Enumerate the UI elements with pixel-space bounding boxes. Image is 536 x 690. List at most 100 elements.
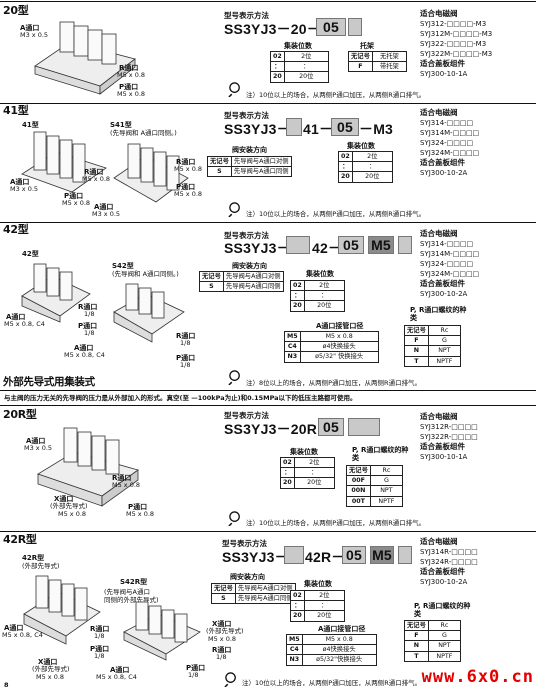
- port-p-size-42: 1/8: [84, 329, 95, 337]
- port-p-size-s42r: 1/8: [188, 671, 199, 679]
- port-p-label-20: P通口: [119, 83, 139, 91]
- port-a-label-20: A通口: [20, 24, 40, 32]
- model-code-mid-42: 42－: [312, 240, 343, 256]
- port-r-label-42: R通口: [78, 303, 98, 311]
- sub-title-41: 41型: [22, 121, 39, 129]
- port-p-label-s42r: P通口: [186, 664, 206, 672]
- port-p-label-20r: P通口: [128, 503, 148, 511]
- page-number: 8: [4, 681, 9, 689]
- port-x-label-s42r: X通口: [212, 620, 232, 628]
- list-item: SYJ312R-□□□□: [420, 423, 478, 431]
- list-item: SYJ300-10-1A: [420, 70, 468, 78]
- port-p-label-42: P通口: [78, 322, 98, 330]
- list-item: SYJ312M-□□□□-M3: [420, 30, 493, 38]
- port-p-size-20r: M5 x 0.8: [126, 510, 155, 518]
- valve-list-20r: 适合电磁阀 SYJ312R-□□□□ SYJ322R-□□□□ 适合盖板组件 S…: [420, 412, 478, 461]
- port-r-size-s42: 1/8: [180, 339, 191, 347]
- port-a-size-s41: M3 x 0.5: [92, 210, 121, 218]
- list-item: SYJ322M-□□□□-M3: [420, 50, 493, 58]
- model-code-prefix-20: SS3YJ3－20－: [224, 21, 321, 37]
- section-divider: [0, 103, 536, 104]
- section-title-external-pilot: 外部先导式用集装式: [3, 376, 95, 388]
- model-station-box-41: 05: [331, 118, 359, 136]
- note-41: 注）10位以上的场合，从两侧P通口加压，从两侧R通口排气。: [246, 210, 426, 218]
- note-42r: 注）10位以上的场合，从两侧P通口加压，从两侧R通口排气。: [242, 679, 422, 687]
- port-p-size-s41: M5 x 0.8: [174, 190, 203, 198]
- port-size-label-42r: A通口接管口径: [318, 625, 366, 633]
- port-r-label-s41: R通口: [176, 158, 196, 166]
- table-row: ：：: [290, 290, 345, 302]
- port-size-label-42: A通口接管口径: [316, 322, 364, 330]
- port-p-label-s41: P通口: [176, 183, 196, 191]
- section-title-41: 41型: [3, 104, 29, 117]
- port-a-label-s42: A通口: [74, 344, 94, 352]
- top-rule: [0, 1, 536, 2]
- table-row: ：：: [290, 600, 345, 612]
- magnifier-icon: [228, 511, 240, 526]
- thread-label-42r: P, R通口螺纹的种类: [414, 602, 471, 619]
- magnifier-icon: [228, 370, 240, 385]
- model-station-box-42r: 05: [342, 546, 366, 564]
- model-thread-box-20r: [348, 418, 380, 436]
- model-station-box-20: 05: [316, 18, 346, 36]
- list-item: SYJ322-□□□□-M3: [420, 40, 487, 48]
- magnifier-icon: [228, 82, 240, 97]
- port-r-size-42r: 1/8: [94, 632, 105, 640]
- port-p-size-41: M5 x 0.8: [62, 199, 91, 207]
- list-item: SYJ300-10-2A: [420, 169, 468, 177]
- table-row: 无记号先导阀与A通口对侧: [199, 270, 284, 283]
- list-item: SYJ324R-□□□□: [420, 558, 478, 566]
- port-r-size-41: M5 x 0.8: [82, 175, 111, 183]
- sub-title-42r-desc: (外部先导式): [22, 562, 60, 570]
- port-a-label-41: A通口: [10, 178, 30, 186]
- manifold-s41-illustration: [113, 143, 189, 203]
- list-item: SYJ324-□□□□: [420, 260, 474, 268]
- model-code-prefix-42: SS3YJ3－: [224, 240, 291, 256]
- port-r-label-s42: R通口: [176, 332, 196, 340]
- sub-title-s42r-desc2: 同侧的外部先导式): [104, 596, 159, 604]
- model-code-suffix-41: －M3: [359, 121, 394, 137]
- port-r-size-20: M5 x 0.8: [117, 71, 146, 79]
- stations-label-42r: 集装位数: [304, 580, 332, 588]
- manifold-42r-illustration: [23, 575, 101, 645]
- table-row: ：：: [270, 61, 329, 73]
- direction-label-41: 阀安装方向: [232, 146, 267, 154]
- sub-title-s42-desc: (先导阀和 A通口同侧。): [112, 270, 179, 278]
- list-item: SYJ300-10-2A: [420, 290, 468, 298]
- port-a-label-42r: A通口: [4, 624, 24, 632]
- section-divider: [0, 531, 536, 532]
- port-p-size-42r: 1/8: [94, 652, 105, 660]
- list-item: SYJ314M-□□□□: [420, 250, 480, 258]
- manifold-20r-illustration: [37, 427, 139, 507]
- port-a-size-s42r: M5 x 0.8, C4: [96, 673, 137, 681]
- table-row: ：：: [338, 161, 393, 173]
- direction-label-42: 阀安装方向: [232, 262, 267, 270]
- port-x-note-20r: (外部先导式): [50, 502, 88, 510]
- how-to-order-20: 型号表示方法: [224, 11, 269, 20]
- direction-label-42r: 阀安装方向: [230, 573, 265, 581]
- section-title-20: 20型: [3, 4, 29, 17]
- sub-title-42: 42型: [22, 250, 39, 258]
- list-item: SYJ314-□□□□: [420, 240, 474, 248]
- port-a-size-42r: M5 x 0.8, C4: [2, 631, 43, 639]
- sub-title-s42: S42型: [112, 262, 134, 270]
- model-code-prefix-20r: SS3YJ3－20R－: [224, 421, 332, 437]
